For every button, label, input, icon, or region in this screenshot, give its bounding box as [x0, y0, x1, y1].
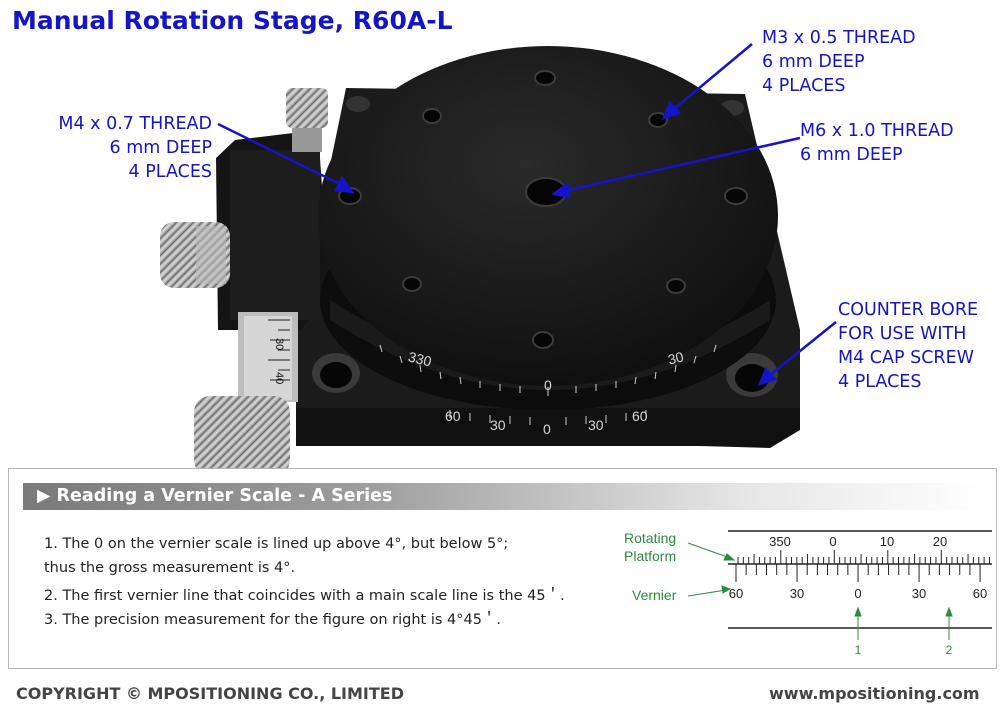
callout-line: FOR USE WITH — [838, 324, 967, 344]
step-text: 3. The precision measurement for the fig… — [44, 612, 502, 628]
vernier-number: 30 — [912, 586, 926, 601]
marker-arrows — [854, 606, 953, 640]
platform-top — [318, 46, 778, 386]
dial-labels: 330 0 30 60 30 0 30 60 — [407, 348, 686, 437]
rotation-stage-photo: 330 0 30 60 30 0 30 60 30 40 — [160, 43, 837, 470]
dial-label-upper: 30 — [666, 348, 685, 367]
callout-m3-thread: M3 x 0.5 THREAD 6 mm DEEP 4 PLACES — [762, 26, 916, 98]
marker-label: 2 — [946, 643, 953, 657]
label-rotating: Rotating — [624, 530, 676, 546]
callout-line: 6 mm DEEP — [762, 52, 865, 72]
dial-label-lower: 30 — [490, 417, 506, 433]
callout-line: COUNTER BORE — [838, 300, 979, 320]
label-vernier: Vernier — [632, 587, 677, 603]
lock-screw — [286, 88, 328, 152]
vernier-number: 30 — [790, 586, 804, 601]
micrometer-label: 30 — [273, 338, 285, 350]
main-scale-ticks — [737, 550, 990, 564]
callout-arrows — [217, 43, 837, 387]
vernier-number: 60 — [973, 586, 987, 601]
callout-line: M6 x 1.0 THREAD — [800, 121, 954, 141]
micrometer: 30 40 — [194, 312, 298, 470]
panel-header: ▶ Reading a Vernier Scale - A Series — [23, 483, 983, 510]
drive-block — [216, 130, 330, 330]
main-scale-number: 350 — [769, 534, 791, 549]
dial-label-upper: 0 — [544, 377, 552, 393]
callout-line: 6 mm DEEP — [800, 145, 903, 165]
marker-label: 1 — [855, 643, 862, 657]
vernier-info-panel: ▶ Reading a Vernier Scale - A Series 1. … — [8, 468, 997, 669]
vernier-number: 0 — [854, 586, 861, 601]
label-platform: Platform — [624, 548, 676, 564]
diagram-pointer-arrows — [687, 542, 736, 597]
callout-line: 4 PLACES — [838, 372, 922, 392]
vernier-number: 60 — [729, 586, 743, 601]
step-text: 1. The 0 on the vernier scale is lined u… — [44, 536, 509, 552]
main-scale-number: 20 — [933, 534, 947, 549]
callout-line: M4 x 0.7 THREAD — [58, 114, 212, 134]
dial-label-lower: 60 — [445, 408, 461, 424]
website-link[interactable]: www.mpositioning.com — [769, 684, 980, 703]
main-scale-number: 10 — [880, 534, 894, 549]
dial-ticks — [379, 344, 717, 425]
dial-label-lower: 30 — [588, 417, 604, 433]
main-scale-number: 0 — [829, 534, 836, 549]
panel-heading: ▶ Reading a Vernier Scale - A Series — [37, 486, 393, 506]
step-text: thus the gross measurement is 4°. — [44, 560, 296, 576]
callout-line: 4 PLACES — [762, 76, 846, 96]
micrometer-label: 40 — [273, 372, 285, 384]
callout-m6-thread: M6 x 1.0 THREAD 6 mm DEEP — [800, 119, 954, 167]
callout-line: 4 PLACES — [128, 162, 212, 182]
vernier-scale-ticks — [735, 564, 981, 582]
page-title: Manual Rotation Stage, R60A-L — [12, 6, 453, 35]
callout-m4-thread: M4 x 0.7 THREAD 6 mm DEEP 4 PLACES — [52, 112, 212, 184]
copyright-text: COPYRIGHT © MPOSITIONING CO., LIMITED — [16, 684, 405, 703]
dial-label-lower: 0 — [543, 421, 551, 437]
step-text: 2. The first vernier line that coincides… — [44, 588, 565, 604]
dial-label-upper: 330 — [407, 348, 434, 369]
callout-counter-bore: COUNTER BORE FOR USE WITH M4 CAP SCREW 4… — [838, 298, 978, 394]
scale-frame — [728, 530, 992, 629]
callout-line: 6 mm DEEP — [109, 138, 213, 158]
side-knob — [160, 222, 230, 288]
vernier-diagram: Rotating Platform Vernier 350 0 10 20 60… — [624, 530, 992, 657]
callout-line: M3 x 0.5 THREAD — [762, 28, 916, 48]
dial-label-lower: 60 — [632, 408, 648, 424]
callout-line: M4 CAP SCREW — [838, 348, 974, 368]
